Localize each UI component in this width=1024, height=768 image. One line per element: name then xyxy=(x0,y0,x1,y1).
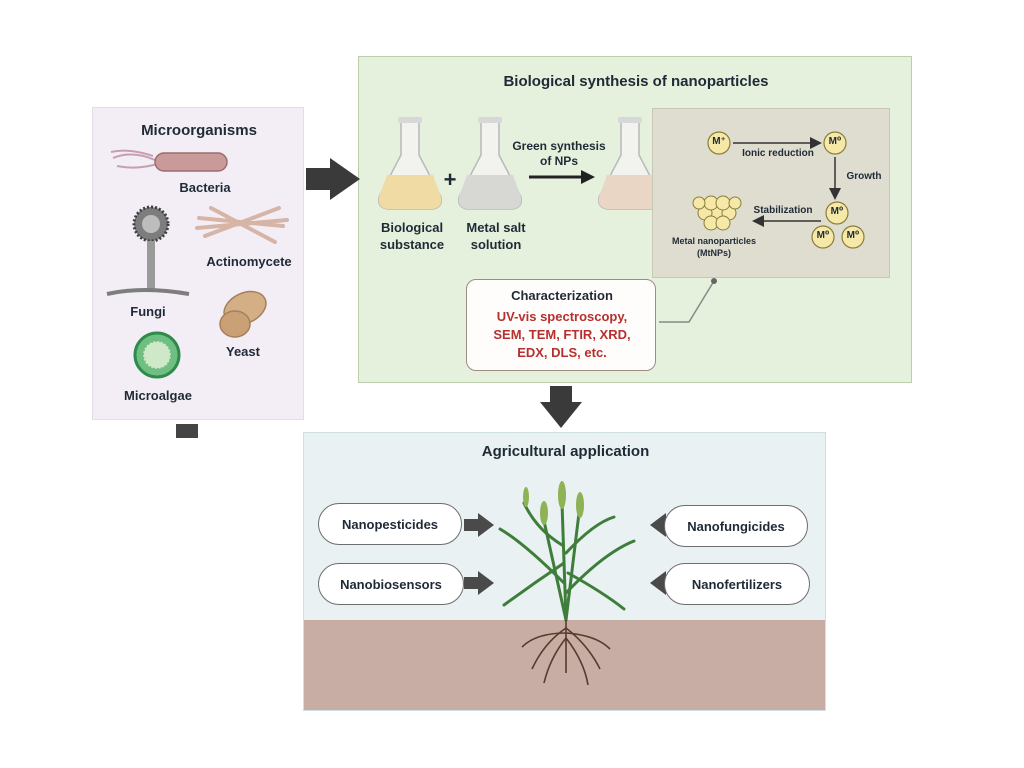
agriculture-title: Agricultural application xyxy=(481,443,650,460)
flask-metal-salt-icon xyxy=(457,117,523,210)
microalgae-icon xyxy=(133,331,181,379)
root-icon xyxy=(521,620,611,686)
atom-m0-icon xyxy=(825,201,849,225)
microorganism-illustrations xyxy=(106,149,289,379)
yeast-icon xyxy=(219,290,267,338)
label-growth: Growth xyxy=(846,171,882,182)
label-yeast: Yeast xyxy=(226,344,260,359)
fungi-icon xyxy=(106,205,190,296)
label-metal-nanoparticles: Metal nanoparticles(MtNPs) xyxy=(671,236,757,258)
atom-m0-icon xyxy=(823,131,847,155)
label-fungi: Fungi xyxy=(130,304,166,319)
pill-nanopesticides: Nanopesticides xyxy=(318,503,462,545)
nanoparticle-cluster-icon xyxy=(692,195,742,231)
label-m0-4: M⁰ xyxy=(846,230,860,241)
characterization-methods: UV-vis spectroscopy, SEM, TEM, FTIR, XRD… xyxy=(493,309,631,360)
flask-biological-substance-icon xyxy=(377,117,443,210)
connector-tab xyxy=(176,424,198,438)
characterization-title: Characterization xyxy=(511,288,613,303)
ion-m-plus-icon xyxy=(707,131,731,155)
label-m0-3: M⁰ xyxy=(816,230,830,241)
pill-nanofungicides: Nanofungicides xyxy=(664,505,808,547)
mechanism-diagram xyxy=(692,131,865,249)
microorganisms-title: Microorganisms xyxy=(141,122,257,139)
agriculture-panel: Agricultural application xyxy=(303,432,826,711)
mechanism-panel: M⁺ M⁰ M⁰ M⁰ M⁰ Ionic reduction Growth St… xyxy=(652,108,890,278)
pill-nanobiosensors: Nanobiosensors xyxy=(318,563,464,605)
label-microalgae: Microalgae xyxy=(124,388,192,403)
synthesis-title: Biological synthesis of nanoparticles xyxy=(503,73,769,90)
atom-m0-icon xyxy=(811,225,835,249)
bacteria-icon xyxy=(110,149,228,172)
green-synthesis-arrow xyxy=(529,170,595,184)
soil-region xyxy=(304,620,825,710)
label-m0-1: M⁰ xyxy=(828,136,842,147)
microorganisms-panel: Microorganisms Bact xyxy=(92,107,304,420)
arrow-synthesis-to-agriculture xyxy=(540,386,582,428)
plus-sign: + xyxy=(443,167,457,192)
plant-icon xyxy=(498,501,636,622)
label-m-plus: M⁺ xyxy=(712,136,726,147)
label-actinomycete: Actinomycete xyxy=(206,254,292,269)
atom-m0-icon xyxy=(841,225,865,249)
label-ionic-reduction: Ionic reduction xyxy=(742,148,814,159)
arrow-micro-to-synthesis xyxy=(306,158,360,200)
characterization-connector xyxy=(659,280,715,323)
label-bacteria: Bacteria xyxy=(179,180,231,195)
actinomycete-icon xyxy=(195,206,289,244)
characterization-box: Characterization UV-vis spectroscopy, SE… xyxy=(466,279,656,371)
label-stabilization: Stabilization xyxy=(753,205,813,216)
pill-nanofertilizers: Nanofertilizers xyxy=(664,563,810,605)
label-m0-2: M⁰ xyxy=(830,206,844,217)
